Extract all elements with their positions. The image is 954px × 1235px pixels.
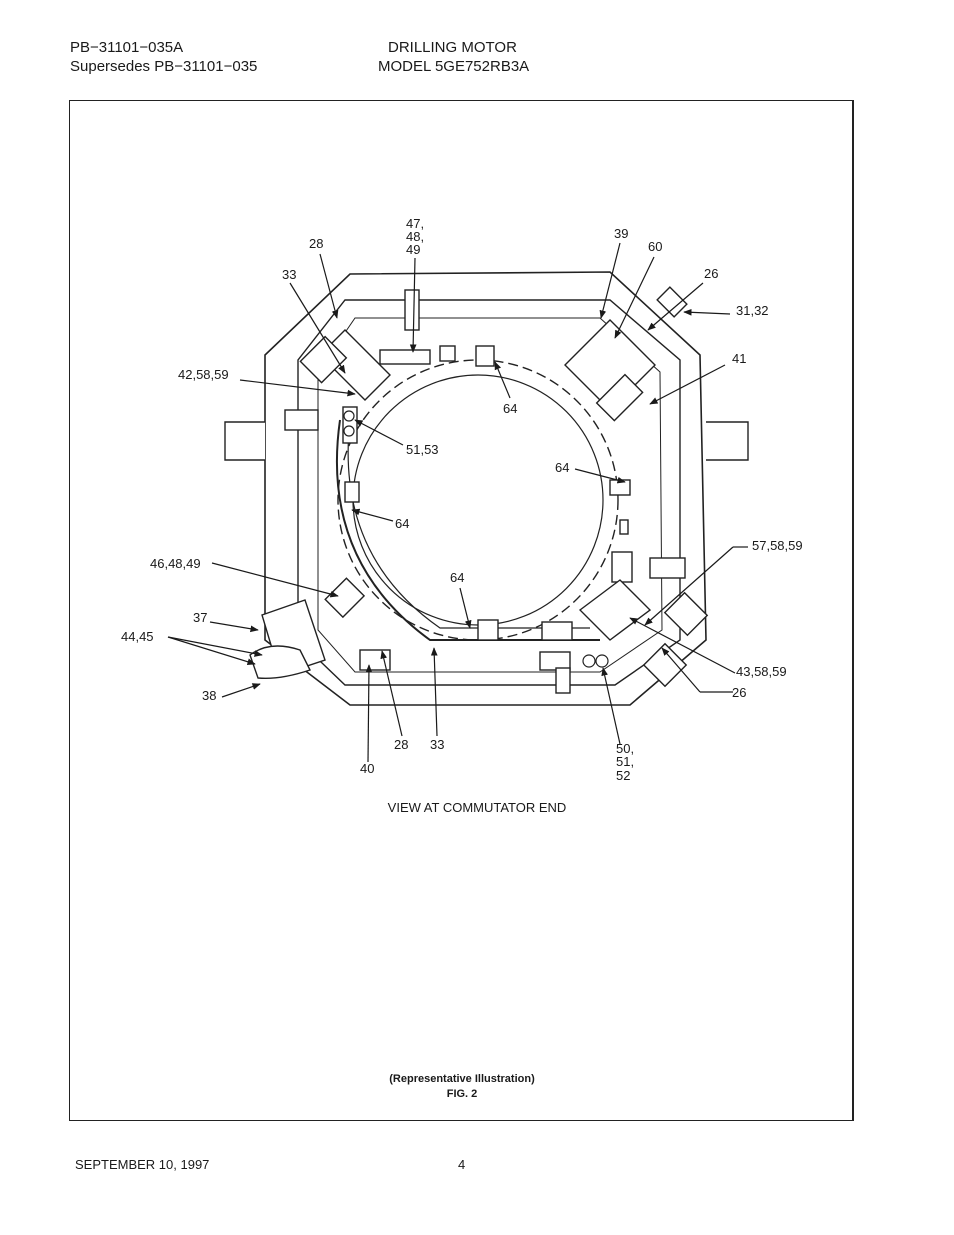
callout-31-32: 31,32 — [736, 303, 769, 318]
callout-64: 64 — [503, 401, 517, 416]
callout-50-51-52: 52 — [616, 768, 630, 783]
model-number: MODEL 5GE752RB3A — [378, 58, 530, 75]
callout-37: 37 — [193, 610, 207, 625]
callout-28: 28 — [394, 737, 408, 752]
callout-51-53: 51,53 — [406, 442, 439, 457]
supersedes-note: Supersedes PB−31101−035 — [70, 58, 258, 75]
callout-33: 33 — [430, 737, 444, 752]
document-number: PB−31101−035A — [70, 39, 184, 56]
mounting-lugs — [224, 409, 749, 461]
callout-47-48-49: 47, — [406, 216, 424, 231]
callout-50-51-52: 50, — [616, 741, 634, 756]
callout-40: 40 — [360, 761, 374, 776]
callout-28: 28 — [309, 236, 323, 251]
page-number: 4 — [458, 1157, 466, 1172]
callout-50-51-52: 51, — [616, 754, 634, 769]
callout-39: 39 — [614, 226, 628, 241]
callout-44-45: 44,45 — [121, 629, 154, 644]
callout-57-58-59: 57,58,59 — [752, 538, 803, 553]
callout-33: 33 — [282, 267, 296, 282]
callout-60: 60 — [648, 239, 662, 254]
document-title: DRILLING MOTOR — [388, 39, 517, 56]
footer-date: SEPTEMBER 10, 1997 — [75, 1157, 210, 1172]
callout-42-58-59: 42,58,59 — [178, 367, 229, 382]
callout-41: 41 — [732, 351, 746, 366]
callout-47-48-49: 49 — [406, 242, 420, 257]
document-number-block: PB−31101−035A Supersedes PB−31101−035 — [70, 38, 257, 76]
leader-lines — [167, 242, 748, 763]
callout-38: 38 — [202, 688, 216, 703]
callout-26: 26 — [704, 266, 718, 281]
view-caption: VIEW AT COMMUTATOR END — [387, 800, 567, 815]
commutator — [335, 359, 619, 641]
cable-assemblies — [249, 286, 709, 694]
callout-46-48-49: 46,48,49 — [150, 556, 201, 571]
callout-64: 64 — [395, 516, 409, 531]
figure-label: FIG. 2 — [446, 1088, 478, 1100]
callout-labels: 47, 48, 49 28 33 39 60 26 31,32 41 42,58… — [121, 216, 803, 783]
callout-26: 26 — [732, 685, 746, 700]
callout-47-48-49: 48, — [406, 229, 424, 244]
document-title-block: DRILLING MOTOR MODEL 5GE752RB3A — [378, 38, 529, 76]
callout-64: 64 — [450, 570, 464, 585]
callout-64: 64 — [555, 460, 569, 475]
terminal-studs — [343, 410, 609, 668]
callout-43-58-59: 43,58,59 — [736, 664, 787, 679]
figure-frame — [69, 100, 854, 1121]
illustration-note: (Representative Illustration) — [389, 1073, 535, 1085]
